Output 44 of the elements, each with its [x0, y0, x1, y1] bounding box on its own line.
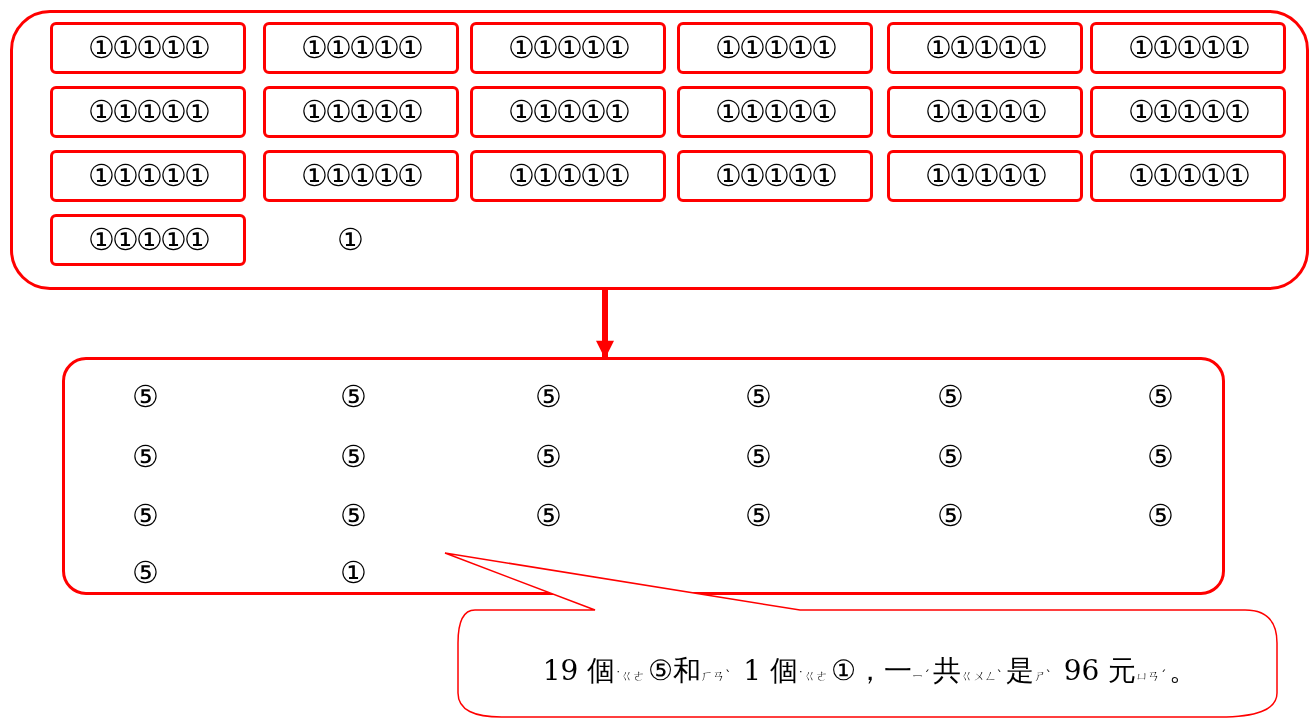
arrow: [596, 290, 614, 359]
coin-symbol: ⑤: [339, 442, 367, 472]
coin-symbol: ⑤: [936, 501, 964, 531]
result-box: [62, 357, 1225, 595]
coin-group: ①①①①①: [887, 150, 1083, 202]
coin-group: ①①①①①: [677, 150, 873, 202]
coin-symbol: ⑤: [936, 442, 964, 472]
coin-group: ①①①①①: [470, 150, 666, 202]
coin-symbol: ⑤: [936, 382, 964, 412]
coin-group: ①①①①①: [887, 86, 1083, 138]
coin-group: ①①①①①: [1090, 150, 1286, 202]
coin-symbol: ⑤: [744, 382, 772, 412]
coin-symbol: ⑤: [534, 442, 562, 472]
coin-symbol: ⑤: [131, 558, 159, 588]
coin-group: ①①①①①: [50, 86, 246, 138]
coin-symbol: ⑤: [131, 442, 159, 472]
coin-group: ①①①①①: [677, 22, 873, 74]
coin-symbol: ⑤: [534, 501, 562, 531]
coin-symbol: ⑤: [1146, 501, 1174, 531]
coin-group: ①①①①①: [677, 86, 873, 138]
coin-symbol: ⑤: [1146, 442, 1174, 472]
coin-symbol: ⑤: [1146, 382, 1174, 412]
coin-group: ①①①①①: [887, 22, 1083, 74]
coin-symbol: ⑤: [339, 501, 367, 531]
coin-group: ①①①①①: [50, 22, 246, 74]
coin-group: ①①①①①: [470, 86, 666, 138]
coin-group: ①①①①①: [470, 22, 666, 74]
coin-symbol: ⑤: [744, 442, 772, 472]
coin-symbol: ①: [336, 225, 364, 255]
coin-symbol: ⑤: [339, 382, 367, 412]
coin-group: ①①①①①: [263, 150, 459, 202]
group-box: [10, 10, 1309, 290]
coin-symbol: ⑤: [131, 382, 159, 412]
coin-symbol: ⑤: [744, 501, 772, 531]
coin-group: ①①①①①: [50, 150, 246, 202]
coin-group: ①①①①①: [1090, 86, 1286, 138]
coin-group: ①①①①①: [1090, 22, 1286, 74]
coin-group: ①①①①①: [263, 86, 459, 138]
speech-bubble: [445, 553, 1280, 719]
coin-symbol: ①: [339, 558, 367, 588]
coin-symbol: ⑤: [131, 501, 159, 531]
coin-group: ①①①①①: [50, 214, 246, 266]
coin-group: ①①①①①: [263, 22, 459, 74]
coin-symbol: ⑤: [534, 382, 562, 412]
